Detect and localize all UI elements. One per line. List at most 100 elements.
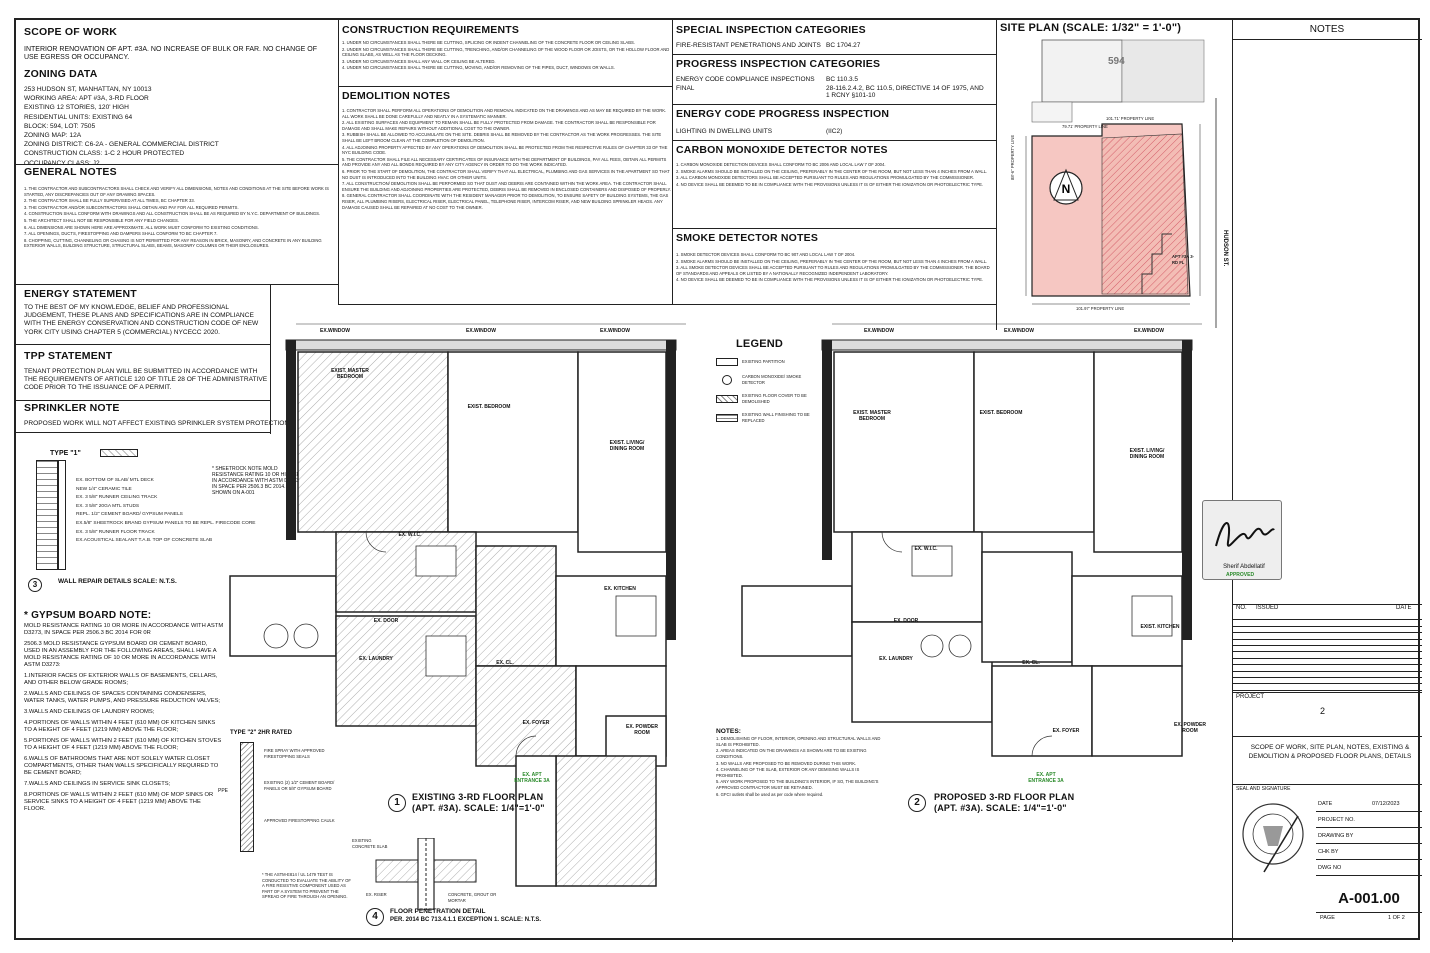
progress-row-code: BC 110.3.5 <box>826 76 859 83</box>
energy-row-item: LIGHTING IN DWELLING UNITS <box>676 128 773 135</box>
energy-progress: ENERGY CODE PROGRESS INSPECTION LIGHTING… <box>676 108 994 137</box>
site-street: HUDSON ST. <box>1222 230 1228 267</box>
co-title: CARBON MONOXIDE DETECTOR NOTES <box>676 144 888 156</box>
page-value: 1 OF 2 <box>1388 915 1405 921</box>
demolition-line: 5. THE CONTRACTOR SHALL FILE ALL NECESSA… <box>342 156 667 168</box>
energy-text: TO THE BEST OF MY KNOWLEDGE, BELIEF AND … <box>24 304 259 336</box>
seal-icon <box>1242 803 1304 873</box>
title-field: DRAWING BY <box>1316 828 1422 844</box>
gypsum-lines: MOLD RESISTANCE RATING 10 OR MORE IN ACC… <box>24 623 224 813</box>
gypsum-line: 3.WALLS AND CEILINGS OF LAUNDRY ROOMS; <box>24 709 155 715</box>
type1-layer: NEW 1/4" CERAMIC TILE <box>76 486 132 492</box>
proposed-room-door: EX. DOOR <box>893 618 919 624</box>
plan-note-line: 3. NO WALLS ARE PROPOSED TO BE REMOVED D… <box>716 760 857 766</box>
issued-row <box>1232 665 1422 672</box>
site-apt-label: APT #3A 3-RD FL <box>1172 254 1194 265</box>
existing-room-wic: EX. W.I.C. <box>398 532 422 538</box>
proposed-room-wic: EX. W.I.C. <box>914 546 938 552</box>
date-label: DATE <box>1396 605 1412 611</box>
type1-layers: EX. BOTTOM OF SLAB/ MTL DECK NEW 1/4" CER… <box>76 478 266 547</box>
type1-layer: EX.5/8" SHEETROCK BRAND GYPSUM PANELS TO… <box>76 520 256 526</box>
issued-rows <box>1232 614 1422 691</box>
demolition-lines: 1. CONTRACTOR SHALL PERFORM ALL OPERATIO… <box>342 108 672 210</box>
legend-label: EXISTING FLOOR COVER TO BE DEMOLISHED <box>742 393 807 404</box>
demolition-line: 6. PRIOR TO THE START OF DEMOLITION, THE… <box>342 168 670 180</box>
proposed-room-foyer: EX. FOYER <box>1052 728 1080 734</box>
floor-penetration-drawing <box>375 838 477 910</box>
existing-room-kitchen: EX. KITCHEN <box>604 586 636 592</box>
wall-type-2-detail: TYPE "2" 2HR RATED PPE FIRE SPRAY WITH A… <box>216 730 346 860</box>
gypsum-line: 6.WALLS OF BATHROOMS THAT ARE NOT SOLELY… <box>24 756 219 776</box>
legend-item: EXISTING WALL FINISHING TO BE REPLACED <box>716 412 826 423</box>
title-field-label: DWG NO <box>1318 864 1342 871</box>
general-notes: GENERAL NOTES 1. THE CONTRACTOR AND SUBC… <box>24 166 334 250</box>
energy-row: LIGHTING IN DWELLING UNITS (IIC2) <box>676 128 994 135</box>
gypsum-note: * GYPSUM BOARD NOTE: MOLD RESISTANCE RAT… <box>24 610 224 817</box>
plan-note-line: 6. GFCI outlets shall be used as per cod… <box>716 791 824 797</box>
tpp-text: TENANT PROTECTION PLAN WILL BE SUBMITTED… <box>24 368 268 392</box>
existing-plan-subtitle: (APT. #3A). SCALE: 1/4"=1'-0" <box>412 803 545 813</box>
sprinkler-text: PROPOSED WORK WILL NOT AFFECT EXISTING S… <box>24 420 291 427</box>
plan-note-line: 1. DEMOLISHING OF FLOOR, INTERIOR, OPENI… <box>716 736 881 747</box>
demolition-line: 1. CONTRACTOR SHALL PERFORM ALL OPERATIO… <box>342 108 667 119</box>
proposed-plan-subtitle: (APT. #3A). SCALE: 1/4"=1'-0" <box>934 803 1067 813</box>
scope-of-work: SCOPE OF WORK INTERIOR RENOVATION OF APT… <box>24 26 329 62</box>
energy-row-code: (IIC2) <box>826 128 843 135</box>
existing-room-powder: EX. POWDER ROOM <box>626 724 658 736</box>
issued-row <box>1232 646 1422 653</box>
special-row-code: BC 1704.27 <box>826 42 861 49</box>
legend-label: EXISTING WALL FINISHING TO BE REPLACED <box>742 412 810 423</box>
proposed-entrance: EX. APT ENTRANCE 3A <box>1028 772 1064 784</box>
progress-row-item: FINAL <box>676 85 695 92</box>
floor-detail-marker: 4 <box>366 908 384 926</box>
construction-requirements: CONSTRUCTION REQUIREMENTS 1. UNDER NO CI… <box>342 24 672 72</box>
scope-text: INTERIOR RENOVATION OF APT. #3A. NO INCR… <box>24 46 318 62</box>
svg-text:N: N <box>1062 182 1071 196</box>
smoke-line: 1. SMOKE DETECTOR DEVICES SHALL CONFORM … <box>676 252 856 257</box>
floor-detail-note: * THE ASTM-E814 / UL 1479 TEST IS CONDUC… <box>262 872 351 900</box>
general-note-line: 3. THE CONTRACTOR AND/OR SUBCONTRACTORS … <box>24 204 239 210</box>
legend-label: CARBON MONOXIDE/ SMOKE DETECTOR <box>742 374 802 385</box>
issued-row <box>1232 672 1422 678</box>
sheet-number: A-001.00 <box>1338 890 1400 907</box>
existing-plan-title: EXISTING 3-RD FLOOR PLAN <box>412 792 544 802</box>
legend-item: CARBON MONOXIDE/ SMOKE DETECTOR <box>716 374 826 385</box>
detail-3-title: WALL REPAIR DETAILS SCALE: N.T.S. <box>58 578 177 585</box>
existing-window-3: EX.WINDOW <box>600 328 630 334</box>
site-plan-title: SITE PLAN (SCALE: 1/32" = 1'-0") <box>1000 22 1182 34</box>
issued-row <box>1232 627 1422 634</box>
existing-window-1: EX.WINDOW <box>320 328 350 334</box>
gypsum-line: 8.PORTIONS OF WALLS WITHIN 2 FEET (610 M… <box>24 792 214 812</box>
drawing-sheet: SCOPE OF WORK INTERIOR RENOVATION OF APT… <box>14 18 1422 942</box>
gypsum-title: * GYPSUM BOARD NOTE: <box>24 610 152 621</box>
sheetrock-note: * SHEETROCK NOTE MOLD RESISTANCE RATING … <box>212 466 301 496</box>
co-line: 1. CARBON MONOXIDE DETECTION DEVICES SHA… <box>676 162 886 167</box>
zoning-line: RESIDENTIAL UNITS: EXISTING 64 <box>24 113 133 121</box>
zoning-title: ZONING DATA <box>24 68 98 80</box>
sprinkler-note: SPRINKLER NOTE PROPOSED WORK WILL NOT AF… <box>24 402 324 428</box>
gypsum-line: 2.WALLS AND CEILINGS OF SPACES CONTAININ… <box>24 691 221 704</box>
gypsum-line: 1.INTERIOR FACES OF EXTERIOR WALLS OF BA… <box>24 673 218 686</box>
type1-layer: EX. BOTTOM OF SLAB/ MTL DECK <box>76 478 154 483</box>
type1-layer: EX. 3 5/8" RUNNER FLOOR TRACK <box>76 529 155 535</box>
construction-lines: 1. UNDER NO CIRCUMSTANCES SHALL THERE BE… <box>342 40 672 71</box>
existing-floor-plan <box>229 323 686 887</box>
floor-detail-label-grout: CONCRETE, GROUT OR MORTAR <box>448 892 497 903</box>
co-line: 4. NO DEVICE SHALL BE DEEMED TO BE IN CO… <box>676 181 984 187</box>
construction-line: 2. UNDER NO CIRCUMSTANCES SHALL THERE BE… <box>342 46 670 58</box>
co-line: 2. SMOKE ALARMS SHOULD BE INSTALLED ON T… <box>676 168 988 174</box>
type1-layer: REPL. 1/2" CEMENT BOARD/ GYPSUM PANELS <box>76 512 183 518</box>
plan-notes: NOTES: 1. DEMOLISHING OF FLOOR, INTERIOR… <box>716 728 886 798</box>
general-note-line: 2. THE CONTRACTOR SHALL BE FULLY SUPERVI… <box>24 198 195 204</box>
general-note-line: 5. THE ARCHITECT SHALL NOT BE RESPONSIBL… <box>24 217 179 223</box>
gypsum-line: 4.PORTIONS OF WALLS WITHIN 4 FEET (610 M… <box>24 720 216 733</box>
issued-row <box>1232 633 1422 640</box>
existing-plan-marker: 1 <box>388 794 406 812</box>
existing-room-laundry: EX. LAUNDRY <box>359 656 393 662</box>
proposed-room-master: EXIST. MASTER BEDROOM <box>853 410 891 422</box>
